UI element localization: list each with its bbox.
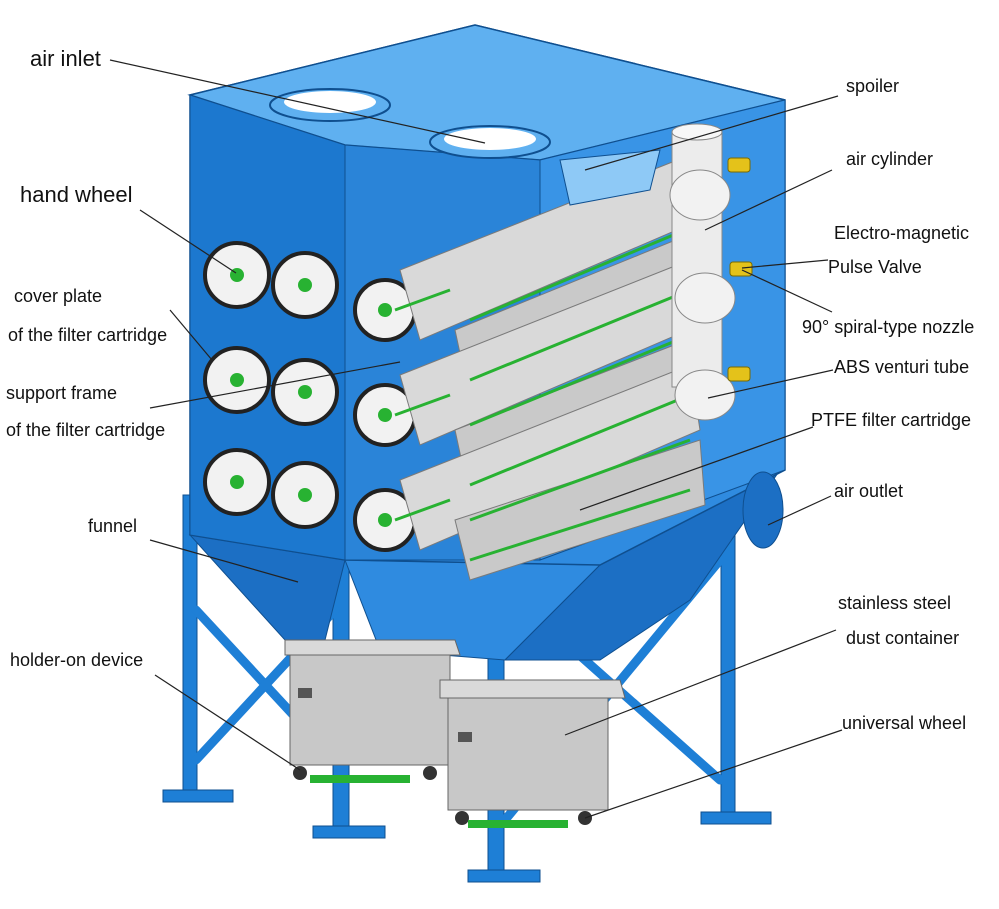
label-dust-container-line2: dust container bbox=[846, 628, 960, 648]
leader-air-cylinder bbox=[704, 169, 833, 231]
label-funnel: funnel bbox=[88, 516, 138, 536]
dust-container-left bbox=[284, 639, 461, 783]
label-support-frame-line1: support frame bbox=[6, 383, 118, 403]
label-cover-plate-line1: cover plate bbox=[14, 286, 103, 306]
air-inlet-openings bbox=[269, 88, 551, 159]
pulse-valves bbox=[727, 157, 753, 382]
label-venturi-tube: ABS venturi tube bbox=[834, 357, 970, 377]
funnel-shape bbox=[188, 469, 781, 661]
dust-container-right bbox=[439, 679, 626, 828]
leader-funnel bbox=[149, 539, 299, 583]
support-frame-rods bbox=[394, 226, 691, 562]
leader-ptfe bbox=[579, 426, 814, 511]
label-air-outlet: air outlet bbox=[834, 481, 904, 501]
label-spiral-nozzle: 90° spiral-type nozzle bbox=[802, 317, 975, 337]
label-support-frame-line2: of the filter cartridge bbox=[6, 420, 166, 440]
label-spoiler: spoiler bbox=[846, 76, 900, 96]
label-dust-container-line1: stainless steel bbox=[838, 593, 952, 613]
label-pulse-valve-line2: Pulse Valve bbox=[828, 257, 922, 277]
leader-lines bbox=[109, 59, 843, 819]
leader-dust-container bbox=[564, 629, 837, 736]
label-universal-wheel: universal wheel bbox=[842, 713, 967, 733]
label-hand-wheel: hand wheel bbox=[20, 182, 133, 207]
leader-venturi bbox=[707, 369, 834, 399]
label-pulse-valve-line1: Electro-magnetic bbox=[834, 223, 970, 243]
venturi-tubes bbox=[669, 169, 736, 421]
label-cover-plate-line2: of the filter cartridge bbox=[8, 325, 168, 345]
leader-hand-wheel bbox=[139, 209, 237, 274]
label-ptfe-cartridge: PTFE filter cartridge bbox=[811, 410, 972, 430]
leader-support-frame bbox=[149, 361, 401, 409]
leader-spoiler bbox=[584, 95, 839, 171]
leader-air-inlet bbox=[109, 59, 486, 144]
leader-spiral-nozzle bbox=[741, 269, 833, 313]
air-cylinder bbox=[671, 123, 723, 388]
label-holder-on-device: holder-on device bbox=[10, 650, 144, 670]
hand-wheels bbox=[230, 268, 392, 527]
leader-holder-on bbox=[154, 674, 301, 771]
leader-air-outlet bbox=[767, 495, 832, 526]
leader-pulse-valve bbox=[741, 259, 829, 269]
leader-universal-wheel bbox=[584, 729, 843, 819]
air-outlet bbox=[742, 471, 784, 549]
label-air-cylinder: air cylinder bbox=[846, 149, 934, 169]
label-air-inlet: air inlet bbox=[30, 46, 101, 71]
spoiler bbox=[559, 149, 661, 206]
leader-cover-plate bbox=[169, 309, 213, 361]
